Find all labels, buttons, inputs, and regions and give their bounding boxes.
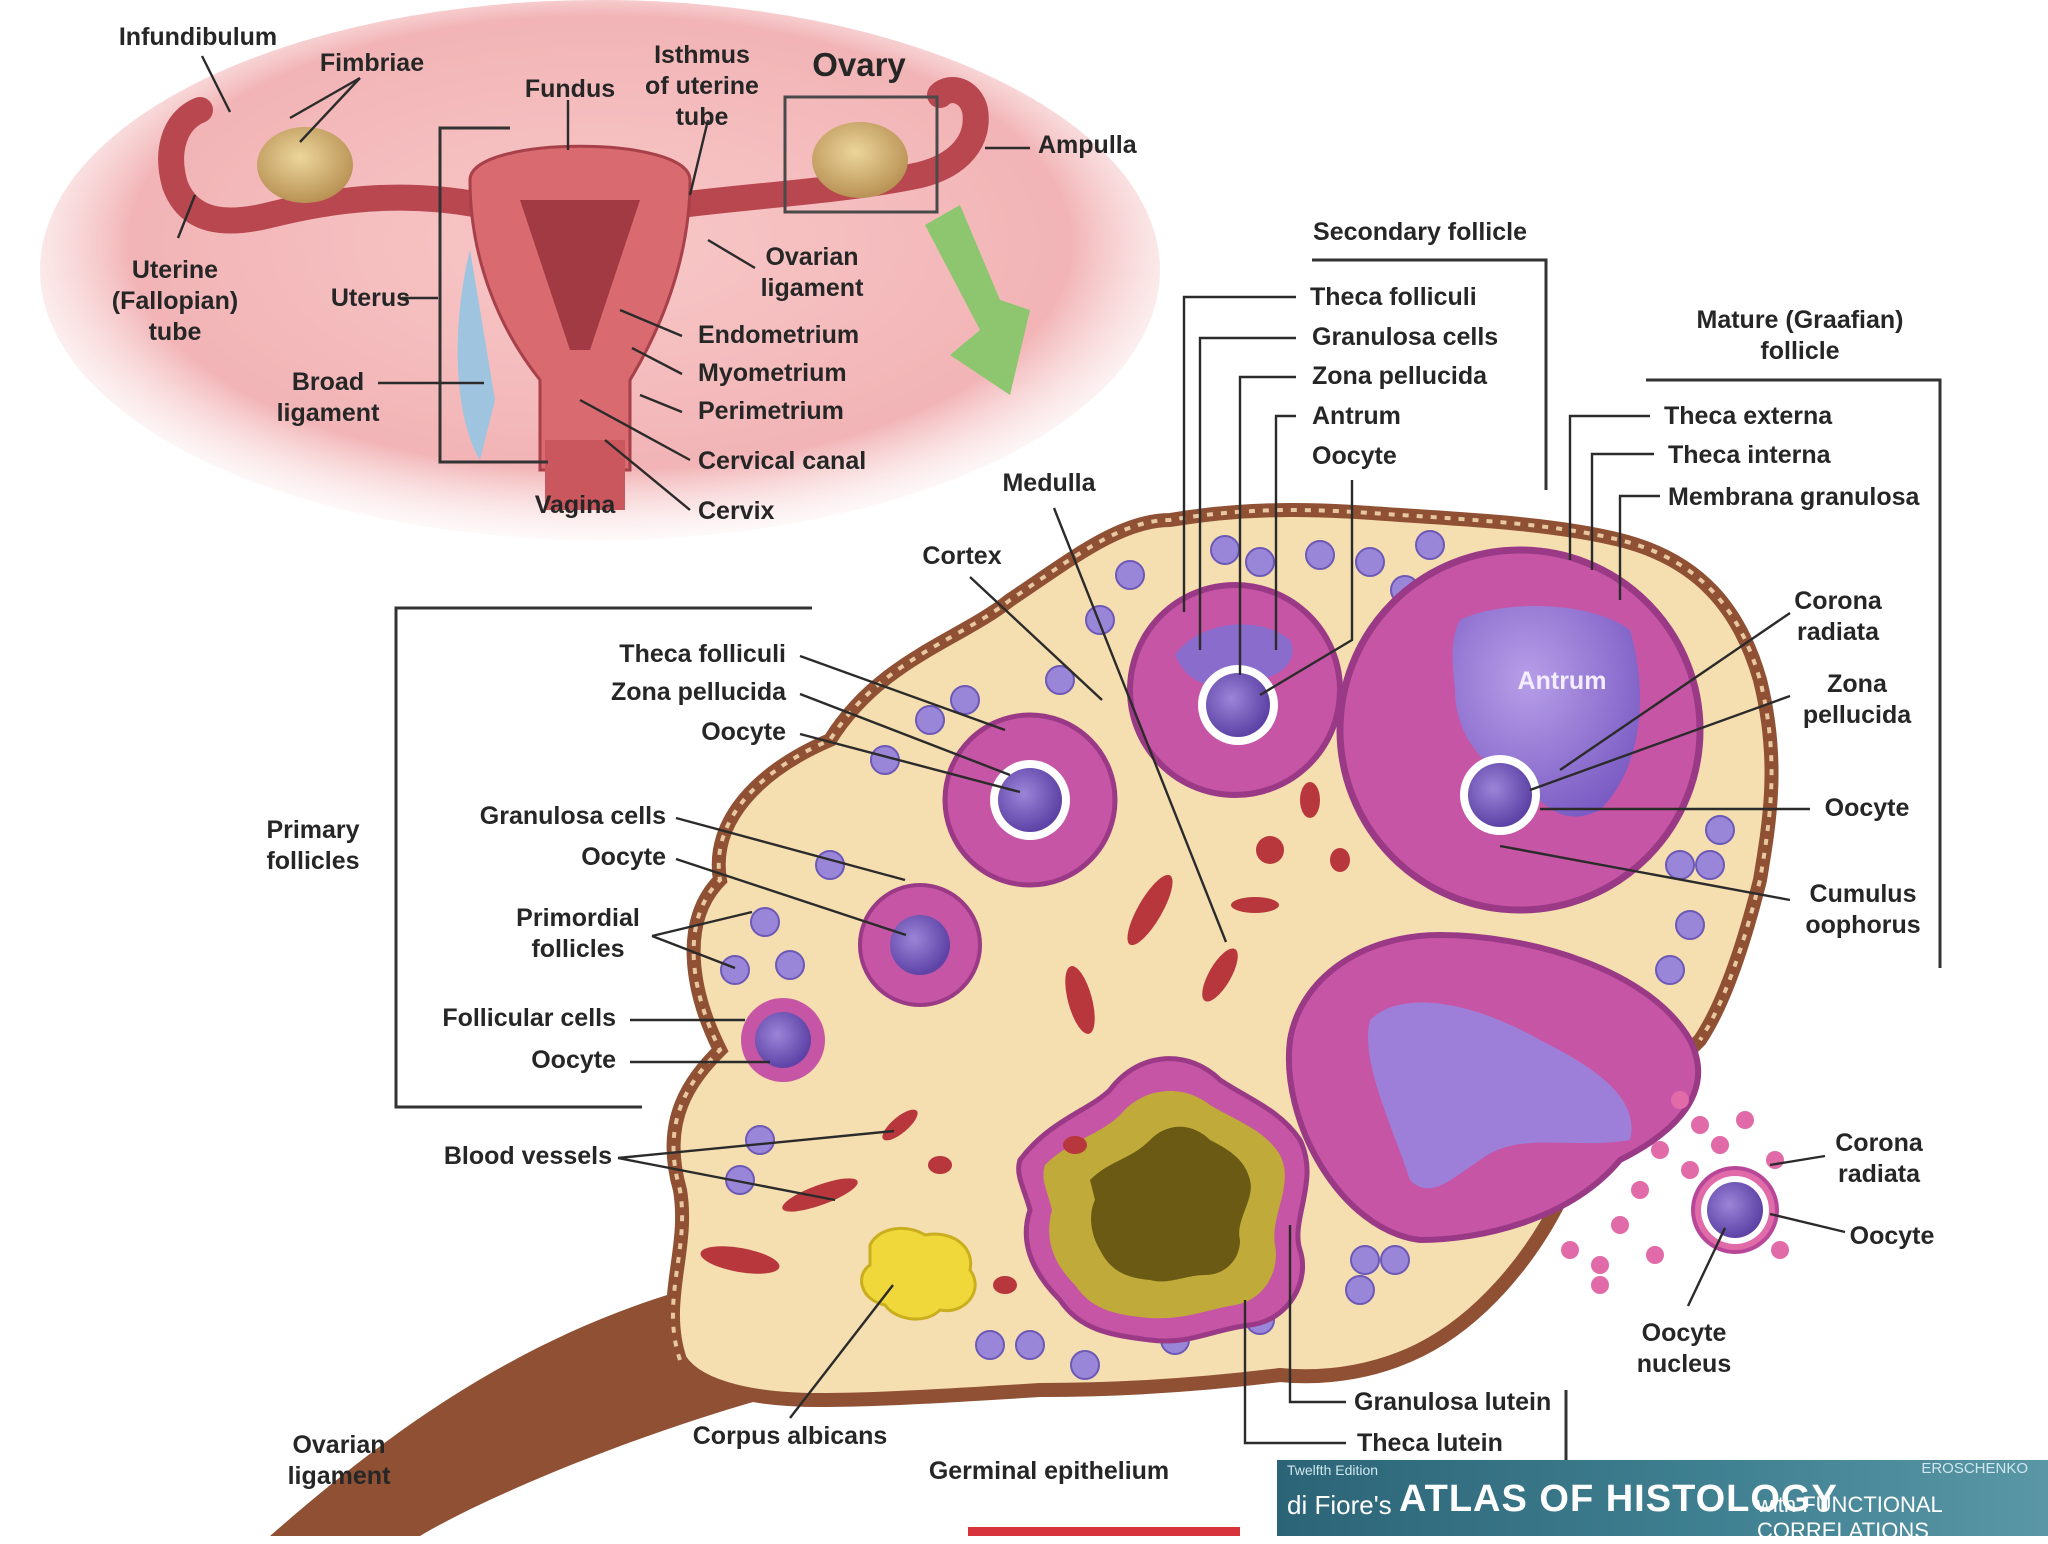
banner-credit: EROSCHENKO [1921, 1460, 2028, 1477]
secondary-follicle-antrum [1175, 624, 1293, 686]
label-theca-lutein: Theca lutein [1357, 1429, 1503, 1457]
bottom-rule [968, 1527, 1240, 1536]
label-myometrium: Myometrium [698, 359, 847, 387]
label-zona-pellucida-mature: Zona pellucida [1802, 670, 1912, 729]
mature-follicle-oocyte [1468, 763, 1532, 827]
label-oocyte-ovulated: Oocyte [1849, 1222, 1935, 1250]
label-pf-zona-pellucida: Zona pellucida [610, 678, 786, 706]
label-corona-radiata-1: Corona radiata [1794, 587, 1882, 646]
germinal-epithelium-line [671, 508, 1774, 1361]
corpus-luteum-core [1090, 1126, 1251, 1282]
primary-follicles-bracket [394, 606, 812, 1109]
mature-follicle-bracket [1646, 378, 1942, 968]
label-ovarian-ligament-top: Ovarian ligament [760, 243, 864, 302]
ovulated-oocyte [1707, 1182, 1763, 1238]
zoom-arrow [925, 205, 1030, 395]
ovarian-ligament-stalk [270, 1280, 760, 1536]
label-endometrium: Endometrium [698, 321, 860, 349]
primary-follicle-oocyte [998, 768, 1062, 832]
primary-follicle-small-oocyte [890, 915, 950, 975]
corpus-albicans [860, 1226, 977, 1321]
label-sf-oocyte: Oocyte [1312, 442, 1397, 470]
label-membrana-granulosa: Membrana granulosa [1668, 483, 1920, 511]
uterus-bracket [438, 126, 548, 464]
right-ovary [812, 122, 908, 198]
label-ovary: Ovary [812, 46, 906, 83]
banner-author: di Fiore's [1287, 1490, 1392, 1520]
label-vagina: Vagina [534, 491, 616, 519]
banner-edition: Twelfth Edition [1287, 1462, 1379, 1478]
banner-subtitle: with FUNCTIONAL CORRELATIONS [1757, 1492, 1942, 1543]
uterine-cavity [520, 200, 640, 350]
label-corpus-albicans: Corpus albicans [692, 1422, 888, 1450]
label-uterus: Uterus [330, 284, 410, 312]
label-cervix: Cervix [698, 497, 775, 525]
uterus-panel [40, 0, 1160, 540]
label-pf-theca-folliculi: Theca folliculi [619, 640, 786, 668]
label-fimbriae: Fimbriae [319, 49, 425, 77]
label-uterine-tube: Uterine (Fallopian) tube [111, 256, 239, 346]
broad-ligament-shape [457, 250, 495, 460]
label-infundibulum: Infundibulum [118, 23, 278, 51]
left-ovary [257, 127, 353, 203]
label-ampulla: Ampulla [1038, 131, 1137, 159]
label-theca-interna: Theca interna [1668, 441, 1831, 469]
vagina-shape [545, 440, 625, 510]
left-uterine-tube [158, 97, 493, 234]
label-primary-follicles: Primary follicles [266, 816, 360, 875]
label-pf-oocyte-2: Oocyte [581, 843, 666, 871]
secondary-follicle-oocyte [1206, 673, 1270, 737]
right-uterine-tube [667, 77, 989, 218]
ruptured-follicle-cavity [1368, 1002, 1632, 1189]
label-primordial-follicles: Primordial follicles [516, 904, 640, 963]
ovary-zoom-box [783, 95, 939, 214]
label-mature-follicle: Mature (Graafian) follicle [1696, 306, 1904, 365]
label-antrum-mature: Antrum [1517, 667, 1607, 695]
label-perimetrium: Perimetrium [698, 397, 844, 425]
label-sf-granulosa-cells: Granulosa cells [1312, 323, 1499, 351]
label-secondary-follicle: Secondary follicle [1313, 218, 1527, 246]
label-pf-granulosa-cells: Granulosa cells [479, 802, 666, 830]
label-follicular-cells: Follicular cells [442, 1004, 616, 1032]
label-corona-radiata-2: Corona radiata [1835, 1129, 1923, 1188]
label-oocyte-mature: Oocyte [1824, 794, 1910, 822]
blood-vessel-shapes [700, 782, 1350, 1294]
secondary-follicle-bracket [1312, 258, 1548, 490]
label-germinal-epithelium: Germinal epithelium [928, 1457, 1170, 1485]
label-fundus: Fundus [524, 75, 616, 103]
label-cortex: Cortex [922, 542, 1002, 570]
atlas-banner: Twelfth Edition di Fiore's ATLAS OF HIST… [1277, 1460, 2048, 1543]
banner-title: ATLAS OF HISTOLOGY [1399, 1478, 1838, 1520]
label-sf-zona-pellucida: Zona pellucida [1312, 362, 1488, 390]
label-blood-vessels: Blood vessels [443, 1142, 612, 1170]
label-theca-externa: Theca externa [1664, 402, 1833, 430]
label-oocyte-nucleus: Oocyte nucleus [1636, 1319, 1732, 1378]
label-sf-antrum: Antrum [1312, 402, 1401, 430]
leader-lines [176, 55, 1846, 1445]
label-broad-ligament: Broad ligament [276, 368, 380, 427]
label-primordial-oocyte: Oocyte [531, 1046, 616, 1074]
label-medulla: Medulla [1002, 469, 1096, 497]
label-cumulus-oophorus: Cumulus oophorus [1805, 880, 1921, 939]
label-cervical-canal: Cervical canal [698, 447, 867, 475]
label-sf-theca-folliculi: Theca folliculi [1310, 283, 1477, 311]
primordial-oocyte [755, 1012, 811, 1068]
label-pf-oocyte: Oocyte [701, 718, 786, 746]
corona-cells-scatter [1561, 1091, 1789, 1294]
label-granulosa-lutein: Granulosa lutein [1354, 1388, 1552, 1416]
label-isthmus: Isthmus of uterine tube [645, 41, 759, 131]
label-ovarian-ligament-bottom: Ovarian ligament [287, 1431, 391, 1490]
